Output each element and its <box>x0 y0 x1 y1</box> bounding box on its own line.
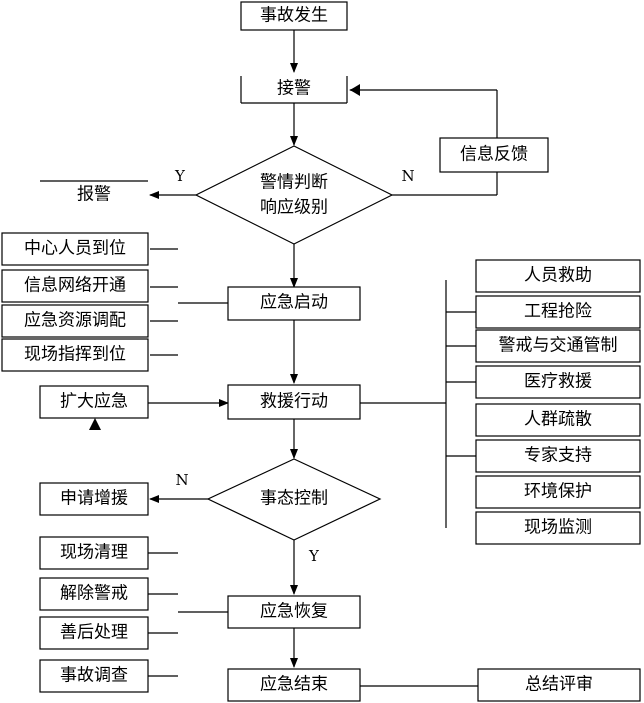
node-emergency-recovery-label: 应急恢复 <box>260 602 328 622</box>
node-expand-response-label: 扩大应急 <box>60 392 128 412</box>
node-emergency-start-label: 应急启动 <box>260 293 328 313</box>
triangle-expand-marker <box>89 418 101 430</box>
right-rescue-item-label: 警戒与交通管制 <box>499 336 618 356</box>
node-emergency-recovery: 应急恢复 <box>227 595 361 629</box>
node-judge-decision: 警情判断 响应级别 <box>194 145 394 245</box>
triangle-feedback-arrowhead <box>350 84 360 96</box>
branch-label-control-yes: Y <box>308 547 320 565</box>
right-rescue-item: 工程抢险 <box>475 295 641 329</box>
node-feedback-label: 信息反馈 <box>460 145 528 165</box>
node-alarm-receive-label: 接警 <box>277 79 311 99</box>
connectors <box>89 30 498 687</box>
left-start-item: 中心人员到位 <box>1 232 149 266</box>
branch-label-judge-yes: Y <box>174 167 186 185</box>
node-request-reinforce-label: 申请增援 <box>60 489 128 509</box>
node-judge-label-2: 响应级别 <box>260 198 328 218</box>
right-rescue-item: 现场监测 <box>475 511 641 545</box>
left-start-item-label: 现场指挥到位 <box>24 345 126 365</box>
right-rescue-item: 人员救助 <box>475 259 641 293</box>
node-judge-label-1: 警情判断 <box>260 173 328 193</box>
right-rescue-item-label: 环境保护 <box>524 482 592 502</box>
node-rescue-action-label: 救援行动 <box>260 392 328 412</box>
node-emergency-end-label: 应急结束 <box>260 675 328 695</box>
branch-label-control-no: N <box>175 471 188 489</box>
node-accident-label: 事故发生 <box>260 6 328 26</box>
right-rescue-item-label: 人群疏散 <box>524 410 592 430</box>
left-start-item: 应急资源调配 <box>1 304 149 338</box>
node-summary-review: 总结评审 <box>477 668 641 702</box>
node-situation-control: 事态控制 <box>206 458 382 541</box>
right-rescue-item-label: 专家支持 <box>524 446 592 466</box>
left-start-item: 现场指挥到位 <box>1 338 149 372</box>
left-start-item-label: 信息网络开通 <box>24 276 126 296</box>
right-rescue-item: 医疗救援 <box>475 365 641 399</box>
left-recovery-item-label: 解除警戒 <box>60 584 128 604</box>
node-request-reinforce: 申请增援 <box>39 482 149 516</box>
right-rescue-item: 人群疏散 <box>475 403 641 437</box>
node-report: 报警 <box>40 180 148 205</box>
right-rescue-item: 专家支持 <box>475 439 641 473</box>
right-rescue-item-label: 现场监测 <box>524 518 592 538</box>
left-recovery-item: 善后处理 <box>39 616 149 650</box>
left-recovery-item-label: 现场清理 <box>60 543 128 563</box>
left-recovery-item-label: 事故调查 <box>60 666 128 686</box>
left-start-item-label: 应急资源调配 <box>24 311 126 331</box>
left-recovery-item: 现场清理 <box>39 536 149 570</box>
node-rescue-action: 救援行动 <box>227 384 361 420</box>
left-recovery-item: 事故调查 <box>39 659 149 693</box>
node-feedback: 信息反馈 <box>439 137 549 173</box>
node-alarm-receive: 接警 <box>240 76 348 104</box>
node-expand-response: 扩大应急 <box>39 385 149 419</box>
node-accident: 事故发生 <box>240 1 348 31</box>
node-situation-control-label: 事态控制 <box>260 489 328 509</box>
node-summary-review-label: 总结评审 <box>525 675 593 695</box>
left-start-item-label: 中心人员到位 <box>24 239 126 259</box>
left-recovery-item-label: 善后处理 <box>60 623 128 643</box>
right-rescue-item: 警戒与交通管制 <box>475 329 641 363</box>
right-rescue-item-label: 人员救助 <box>524 266 592 286</box>
node-report-label: 报警 <box>77 185 111 205</box>
left-start-item: 信息网络开通 <box>1 269 149 303</box>
right-rescue-item: 环境保护 <box>475 475 641 509</box>
right-rescue-item-label: 医疗救援 <box>524 372 592 392</box>
branch-label-judge-no: N <box>401 167 414 185</box>
node-emergency-start: 应急启动 <box>227 286 361 321</box>
node-emergency-end: 应急结束 <box>227 668 361 702</box>
right-rescue-item-label: 工程抢险 <box>524 302 592 322</box>
left-recovery-item: 解除警戒 <box>39 577 149 611</box>
